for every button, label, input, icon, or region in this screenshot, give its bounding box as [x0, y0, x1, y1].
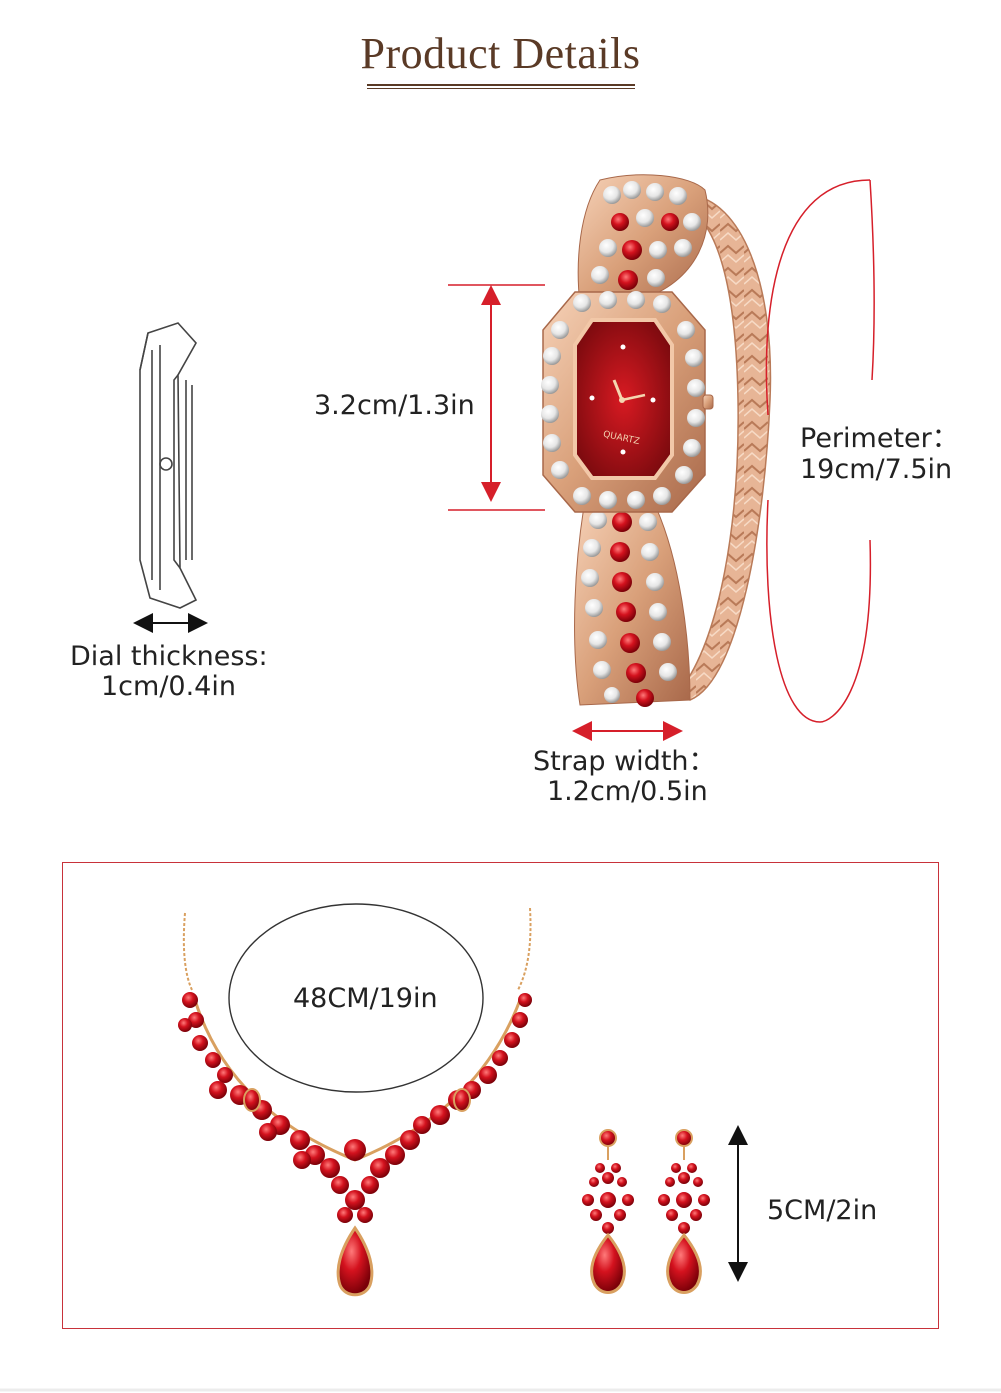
- jewelry-frame: [62, 862, 939, 1329]
- earring-right: [658, 1129, 710, 1294]
- hour-hand: [612, 379, 624, 401]
- necklace-pendant: [336, 1225, 374, 1297]
- perimeter-label: Perimeter：: [800, 423, 959, 454]
- bracelet-stones-top: [591, 181, 701, 290]
- watch-bracelet-front: [574, 174, 709, 706]
- dial-thickness-value: 1cm/0.4in: [101, 671, 236, 702]
- perimeter-value: 19cm/7.5in: [800, 454, 953, 485]
- title-underline: [367, 84, 635, 86]
- title-underline-thin: [367, 88, 635, 89]
- necklace-length-label: 48CM/19in: [293, 983, 438, 1014]
- earring-left: [582, 1129, 634, 1294]
- watch-crown: [702, 394, 714, 410]
- earrings-illustration: [582, 1129, 710, 1294]
- page-title: Product Details: [360, 29, 641, 78]
- dial-height-label: 3.2cm/1.3in: [314, 390, 475, 421]
- perimeter-arc-bottom: [766, 499, 872, 723]
- watch-case: QUARTZ: [541, 291, 714, 513]
- strap-width-label: Strap width：: [533, 746, 716, 777]
- necklace-length-ellipse: [228, 903, 484, 1093]
- strap-width-value: 1.2cm/0.5in: [547, 776, 708, 807]
- dial-thickness-label: Dial thickness:: [70, 641, 268, 672]
- watch-side-profile-icon: [139, 322, 198, 609]
- bracelet-stones-bottom: [581, 511, 677, 707]
- bezel-crystals: [541, 291, 705, 509]
- necklace-illustration: [178, 907, 532, 1297]
- minute-hand: [621, 393, 646, 402]
- earring-length-label: 5CM/2in: [767, 1195, 878, 1226]
- perimeter-arc-top: [765, 179, 871, 416]
